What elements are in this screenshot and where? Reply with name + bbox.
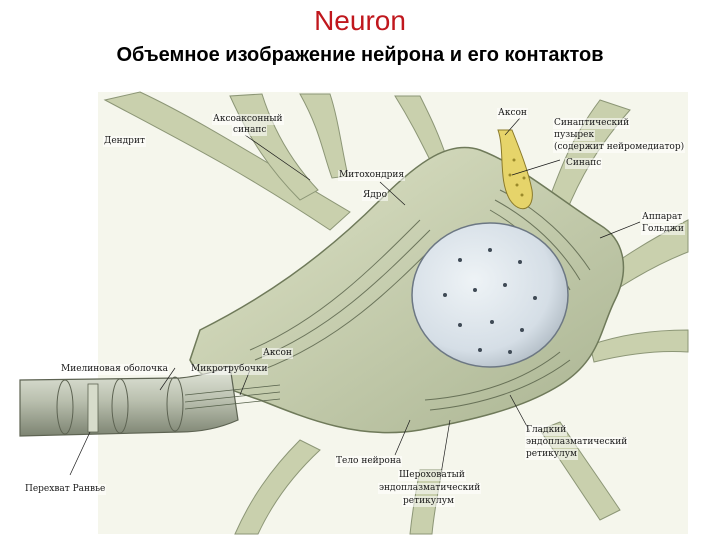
label-neuron-body: Тело нейрона xyxy=(335,456,403,467)
label-ranvier-node: Перехват Ранвье xyxy=(24,484,107,495)
label-synapse: Синапс xyxy=(565,158,603,169)
label-myelin-sheath: Миелиновая оболочка xyxy=(60,364,169,375)
nucleus-pores xyxy=(443,248,537,354)
page-subtitle: Объемное изображение нейрона и его конта… xyxy=(116,44,604,66)
label-golgi-2: Гольджи xyxy=(641,224,685,235)
label-nucleus: Ядро xyxy=(362,190,388,201)
ranvier-node-shape xyxy=(87,383,99,433)
synaptic-vesicles xyxy=(508,158,526,197)
label-dendrite: Дендрит xyxy=(103,136,146,147)
synapse-terminal-shape xyxy=(497,129,533,210)
label-rough-er-2: эндоплазматический xyxy=(378,483,482,494)
myelin-segments xyxy=(56,376,184,435)
label-mitochondria: Митохондрия xyxy=(338,170,406,181)
label-golgi-1: Аппарат xyxy=(641,212,684,223)
label-smooth-er-3: ретикулум xyxy=(525,449,578,460)
label-smooth-er-2: эндоплазматический xyxy=(525,437,629,448)
label-axoaxonal-synapse-2: синапс xyxy=(232,125,268,136)
label-synaptic-vesicle-2: пузырек xyxy=(553,130,596,141)
nucleus-shape xyxy=(411,222,569,368)
label-axoaxonal-synapse-1: Аксоаксонный xyxy=(212,114,284,125)
label-axon-top: Аксон xyxy=(497,108,528,119)
label-smooth-er-1: Гладкий xyxy=(525,425,568,436)
page-title: Neuron xyxy=(314,5,406,36)
label-synaptic-vesicle-3: (содержит нейромедиатор) xyxy=(553,142,686,153)
label-synaptic-vesicle-1: Синаптический xyxy=(553,118,631,129)
label-microtubules: Микротрубочки xyxy=(190,364,269,375)
label-rough-er-1: Шероховатый xyxy=(398,470,466,481)
label-axon-mid: Аксон xyxy=(262,348,293,359)
microtubule-lines xyxy=(184,384,281,410)
axon-shape xyxy=(19,365,239,437)
label-rough-er-3: ретикулум xyxy=(402,496,455,507)
